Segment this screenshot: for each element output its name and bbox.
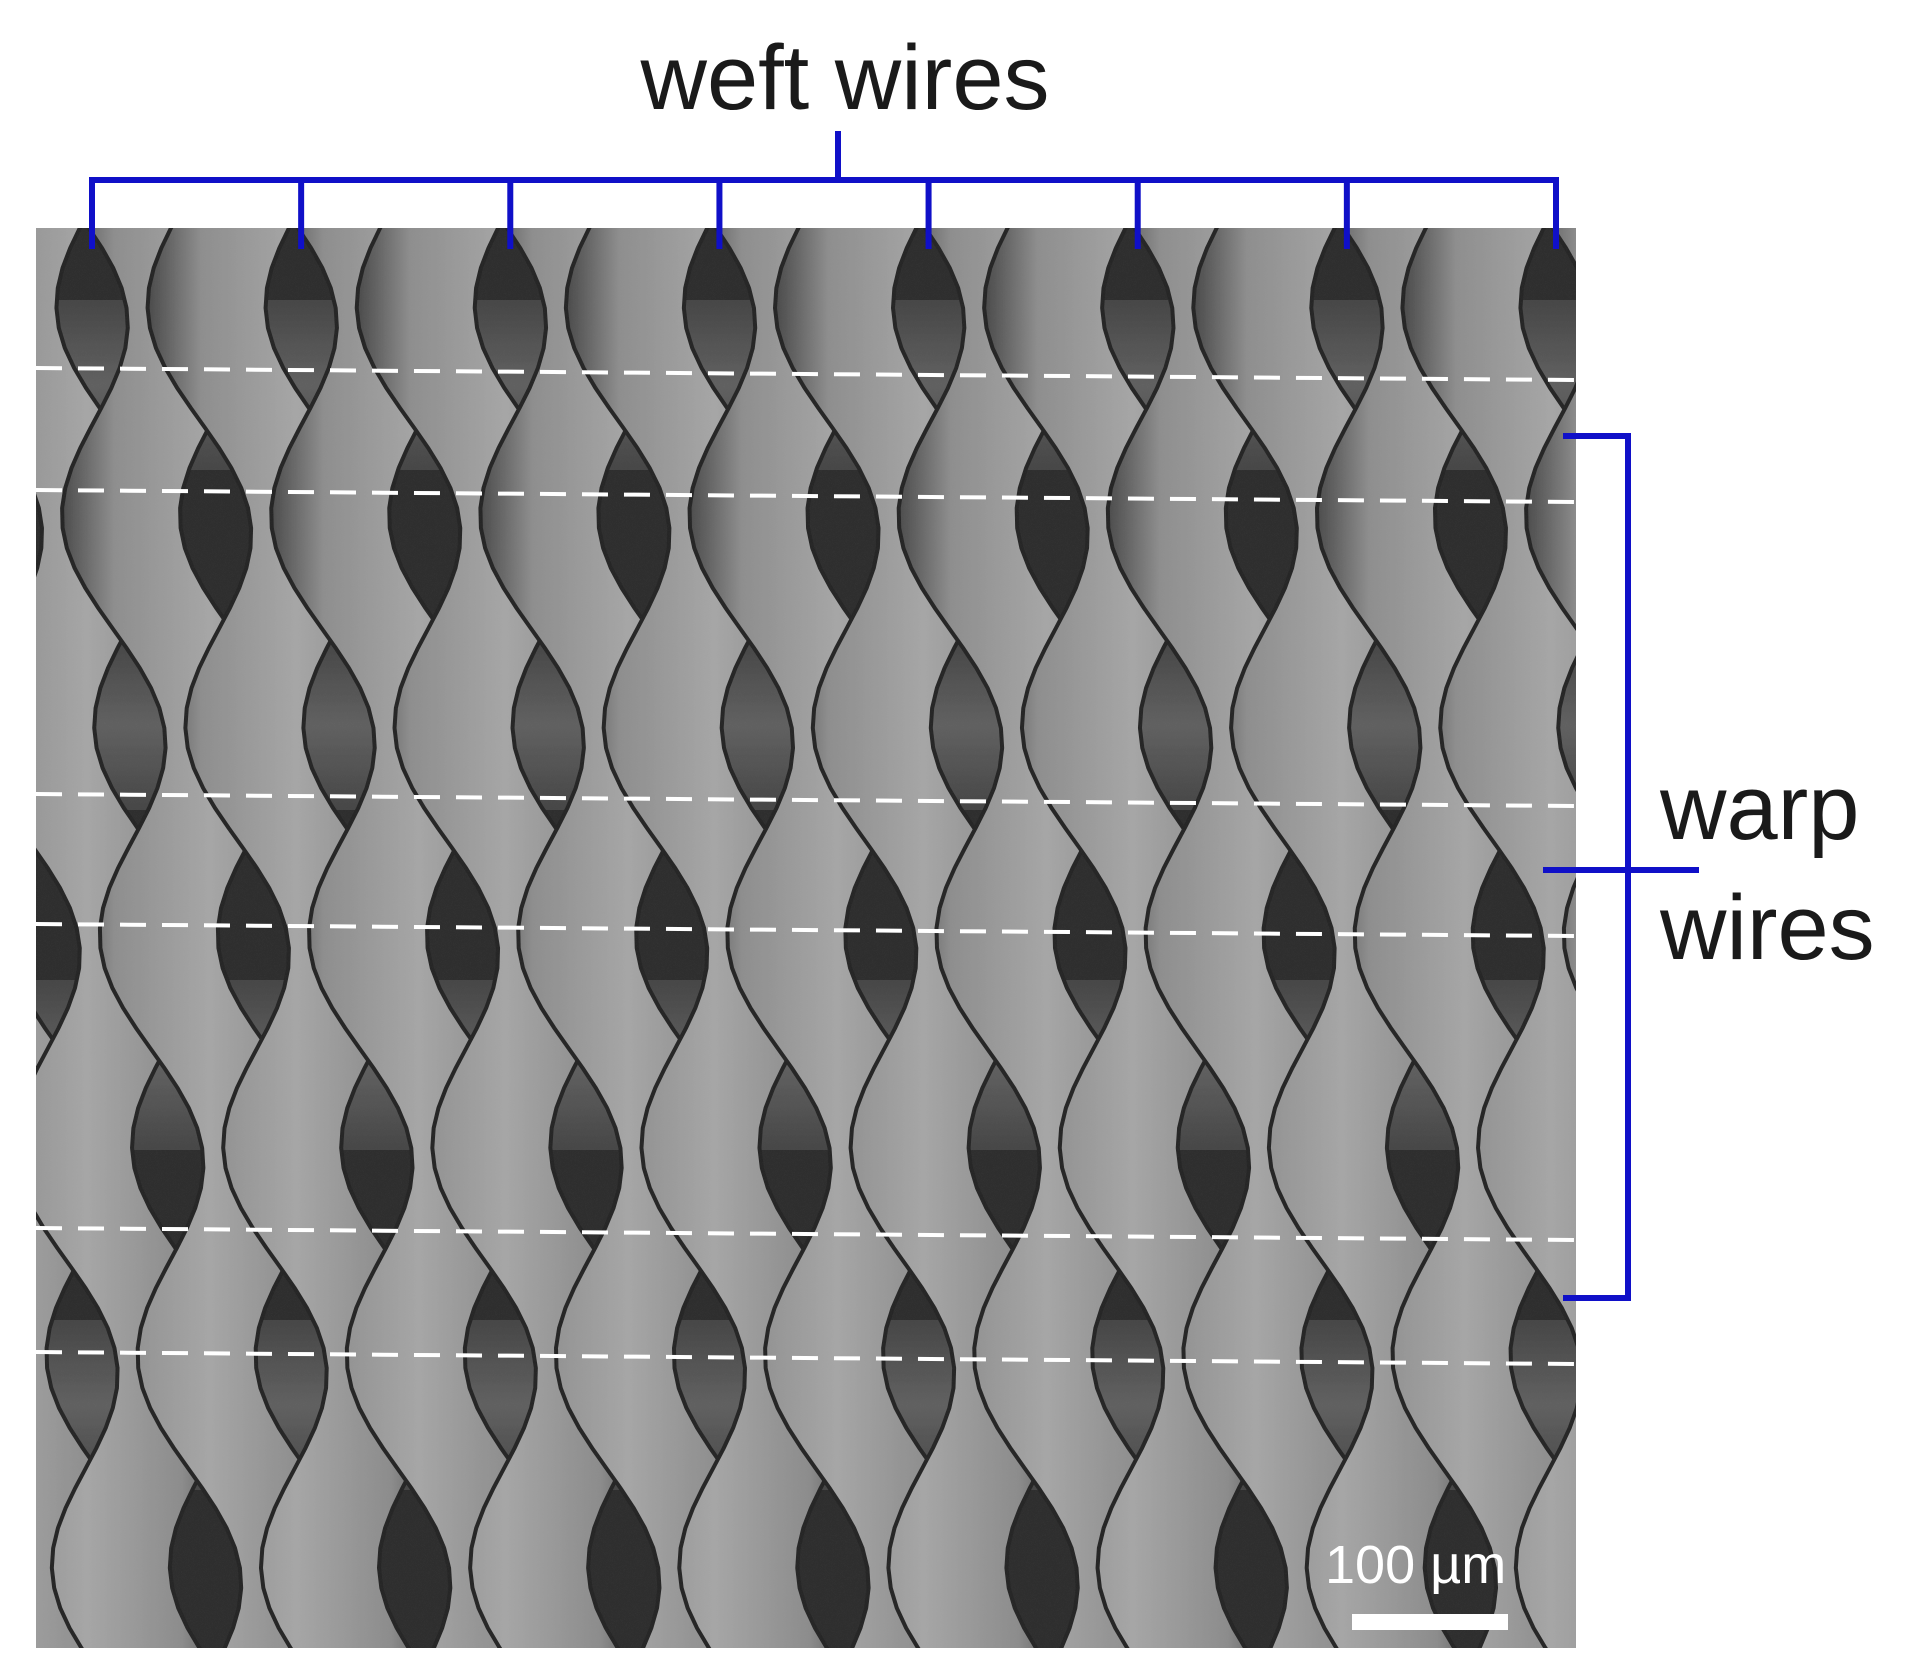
warp-wires-label-line1: warp xyxy=(1660,757,1860,859)
weft-wire-strand xyxy=(1400,228,1576,1648)
sem-micrograph xyxy=(0,188,1576,1680)
weft-wires-label: weft wires xyxy=(640,27,1050,129)
weft-wire-strand xyxy=(0,188,26,1680)
warp-dashed-line xyxy=(36,792,1576,808)
weft-wire-strand xyxy=(1524,228,1576,992)
warp-bracket xyxy=(1543,433,1699,1301)
weft-wires xyxy=(0,188,1576,1680)
warp-dashed-line xyxy=(36,488,1576,504)
scale-bar-label: 100 µm xyxy=(1325,1535,1507,1595)
warp-wires-label-line2: wires xyxy=(1660,877,1875,979)
weft-bracket xyxy=(89,131,1559,249)
warp-dashed-line xyxy=(36,366,1576,382)
warp-dashed-line xyxy=(36,1226,1576,1242)
warp-dashed-lines xyxy=(36,366,1576,1366)
warp-dashed-line xyxy=(36,922,1576,938)
scale-bar xyxy=(1352,1614,1508,1630)
warp-dashed-line xyxy=(36,1350,1576,1366)
